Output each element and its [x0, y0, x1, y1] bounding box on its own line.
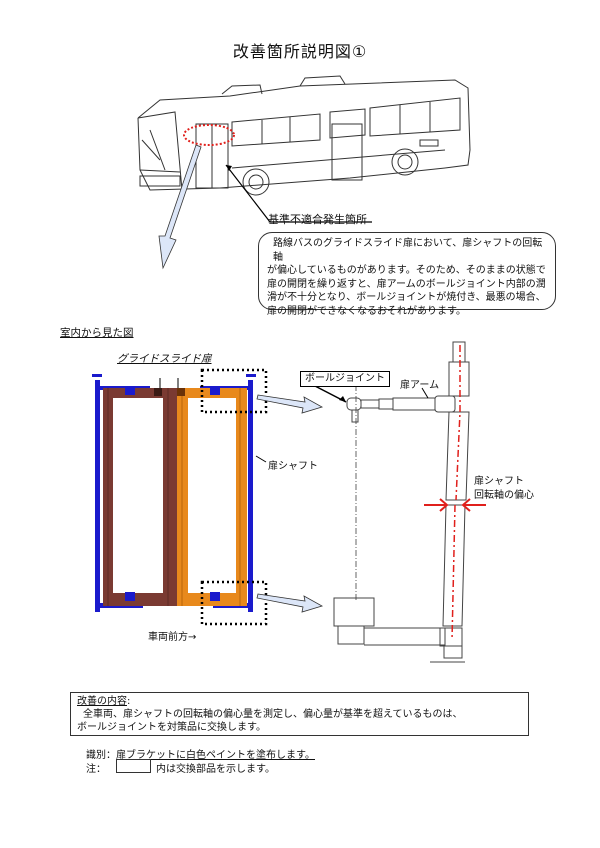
ball-joint-label: ボールジョイント: [300, 371, 390, 387]
description-line: 路線バスのグライドスライド扉において、扉シャフトの回転軸: [273, 238, 543, 263]
fault-location-label: 基準不適合発生箇所: [268, 213, 367, 226]
description-line: 扉の開閉ができなくなるおそれがあります。: [267, 305, 466, 317]
legend-box: [116, 759, 151, 773]
replacement-box-top: [200, 368, 268, 414]
eccentric-label-line2: 回転軸の偏心: [474, 490, 534, 501]
improvement-box: 改善の内容: 全車両、扉シャフトの回転軸の偏心量を測定し、偏心量が基準を超えてい…: [70, 692, 529, 736]
pointer-arrow-bottom: [256, 593, 324, 613]
description-line: 扉の開閉を繰り返すと、扉アームのボールジョイント内部の潤: [267, 278, 546, 290]
leader-arm: [421, 387, 429, 399]
bus-illustration: [137, 75, 471, 196]
identification-note: 識別：扉ブラケットに白色ペイントを塗布します。: [86, 746, 315, 761]
door-shaft-label: 扉シャフト: [268, 461, 318, 472]
shaft-centerline: [451, 345, 461, 641]
pointer-arrow-top: [256, 394, 324, 414]
improvement-heading-colon: :: [127, 696, 131, 707]
improvement-line: ボールジョイントを対策品に交換します。: [77, 722, 266, 733]
door-type-title: グライドスライド扉: [117, 353, 212, 365]
description-line: 滑が不十分となり、ボールジョイントが焼付き、最悪の場合、: [267, 292, 546, 303]
identification-prefix: 識別：: [86, 750, 116, 761]
vehicle-front-direction-label: 車両前方→: [148, 632, 197, 643]
pointer-arrow-bus: [158, 144, 202, 270]
replacement-box-bottom: [200, 580, 268, 626]
improvement-line: 全車両、扉シャフトの回転軸の偏心量を測定し、偏心量が基準を超えているものは、: [83, 709, 463, 720]
identification-text: 扉ブラケットに白色ペイントを塗布します。: [116, 750, 315, 761]
page-title: 改善箇所説明図①: [232, 42, 368, 61]
door-arm-label: 扉アーム: [400, 380, 440, 391]
interior-view-title: 室内から見た図: [60, 327, 134, 339]
improvement-heading: 改善の内容: [77, 696, 127, 707]
shaft-detail-drawing: [333, 341, 470, 663]
door-diagram: [92, 368, 324, 626]
description-line: が偏心しているものがあります。そのため、そのままの状態で: [267, 265, 546, 276]
eccentric-label-line1: 扉シャフト: [474, 476, 524, 487]
note-text: 内は交換部品を示します。: [156, 764, 275, 775]
description-callout: 路線バスのグライドスライド扉において、扉シャフトの回転軸 が偏心しているものがあ…: [258, 232, 556, 317]
fault-highlight: [183, 124, 235, 146]
note-prefix: 注：: [86, 764, 106, 775]
leader-line-fault: [225, 164, 372, 223]
eccentric-arrows: [424, 498, 486, 512]
